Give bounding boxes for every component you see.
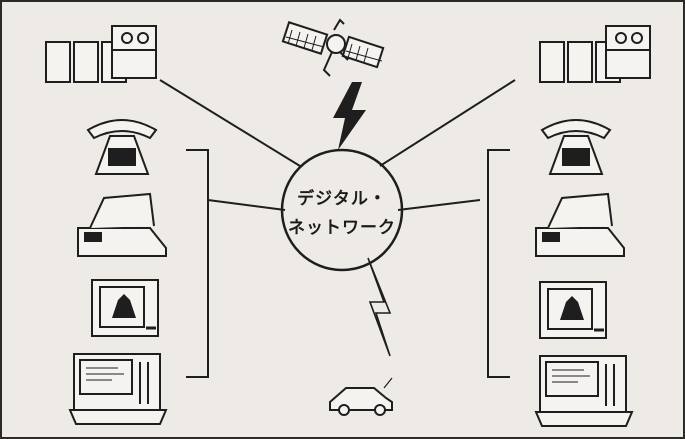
car-icon bbox=[330, 378, 392, 415]
wireless-link-car-icon bbox=[368, 258, 390, 356]
link-computer-left bbox=[160, 80, 300, 166]
wireless-link-satellite-icon bbox=[333, 82, 366, 150]
left-terminal-bracket bbox=[186, 150, 208, 377]
right-terminal-bracket bbox=[488, 150, 510, 377]
computer-terminal-icon-left bbox=[70, 354, 166, 424]
fax-machine-icon-right bbox=[536, 194, 624, 256]
fax-machine-icon-left bbox=[78, 194, 166, 256]
telephone-icon-right bbox=[542, 120, 610, 174]
mainframe-computer-icon-left bbox=[46, 26, 156, 82]
link-computer-right bbox=[380, 80, 515, 166]
digital-network-hub bbox=[282, 150, 402, 270]
hub-label-line-2: ネットワーク bbox=[272, 213, 412, 238]
mainframe-computer-icon-right bbox=[540, 26, 650, 82]
satellite-icon bbox=[283, 20, 383, 76]
video-display-icon-right bbox=[540, 282, 606, 338]
video-display-icon-left bbox=[92, 280, 158, 336]
telephone-icon-left bbox=[88, 120, 156, 174]
computer-terminal-icon-right bbox=[536, 356, 632, 426]
hub-label-line-1: デジタル・ bbox=[272, 184, 412, 209]
